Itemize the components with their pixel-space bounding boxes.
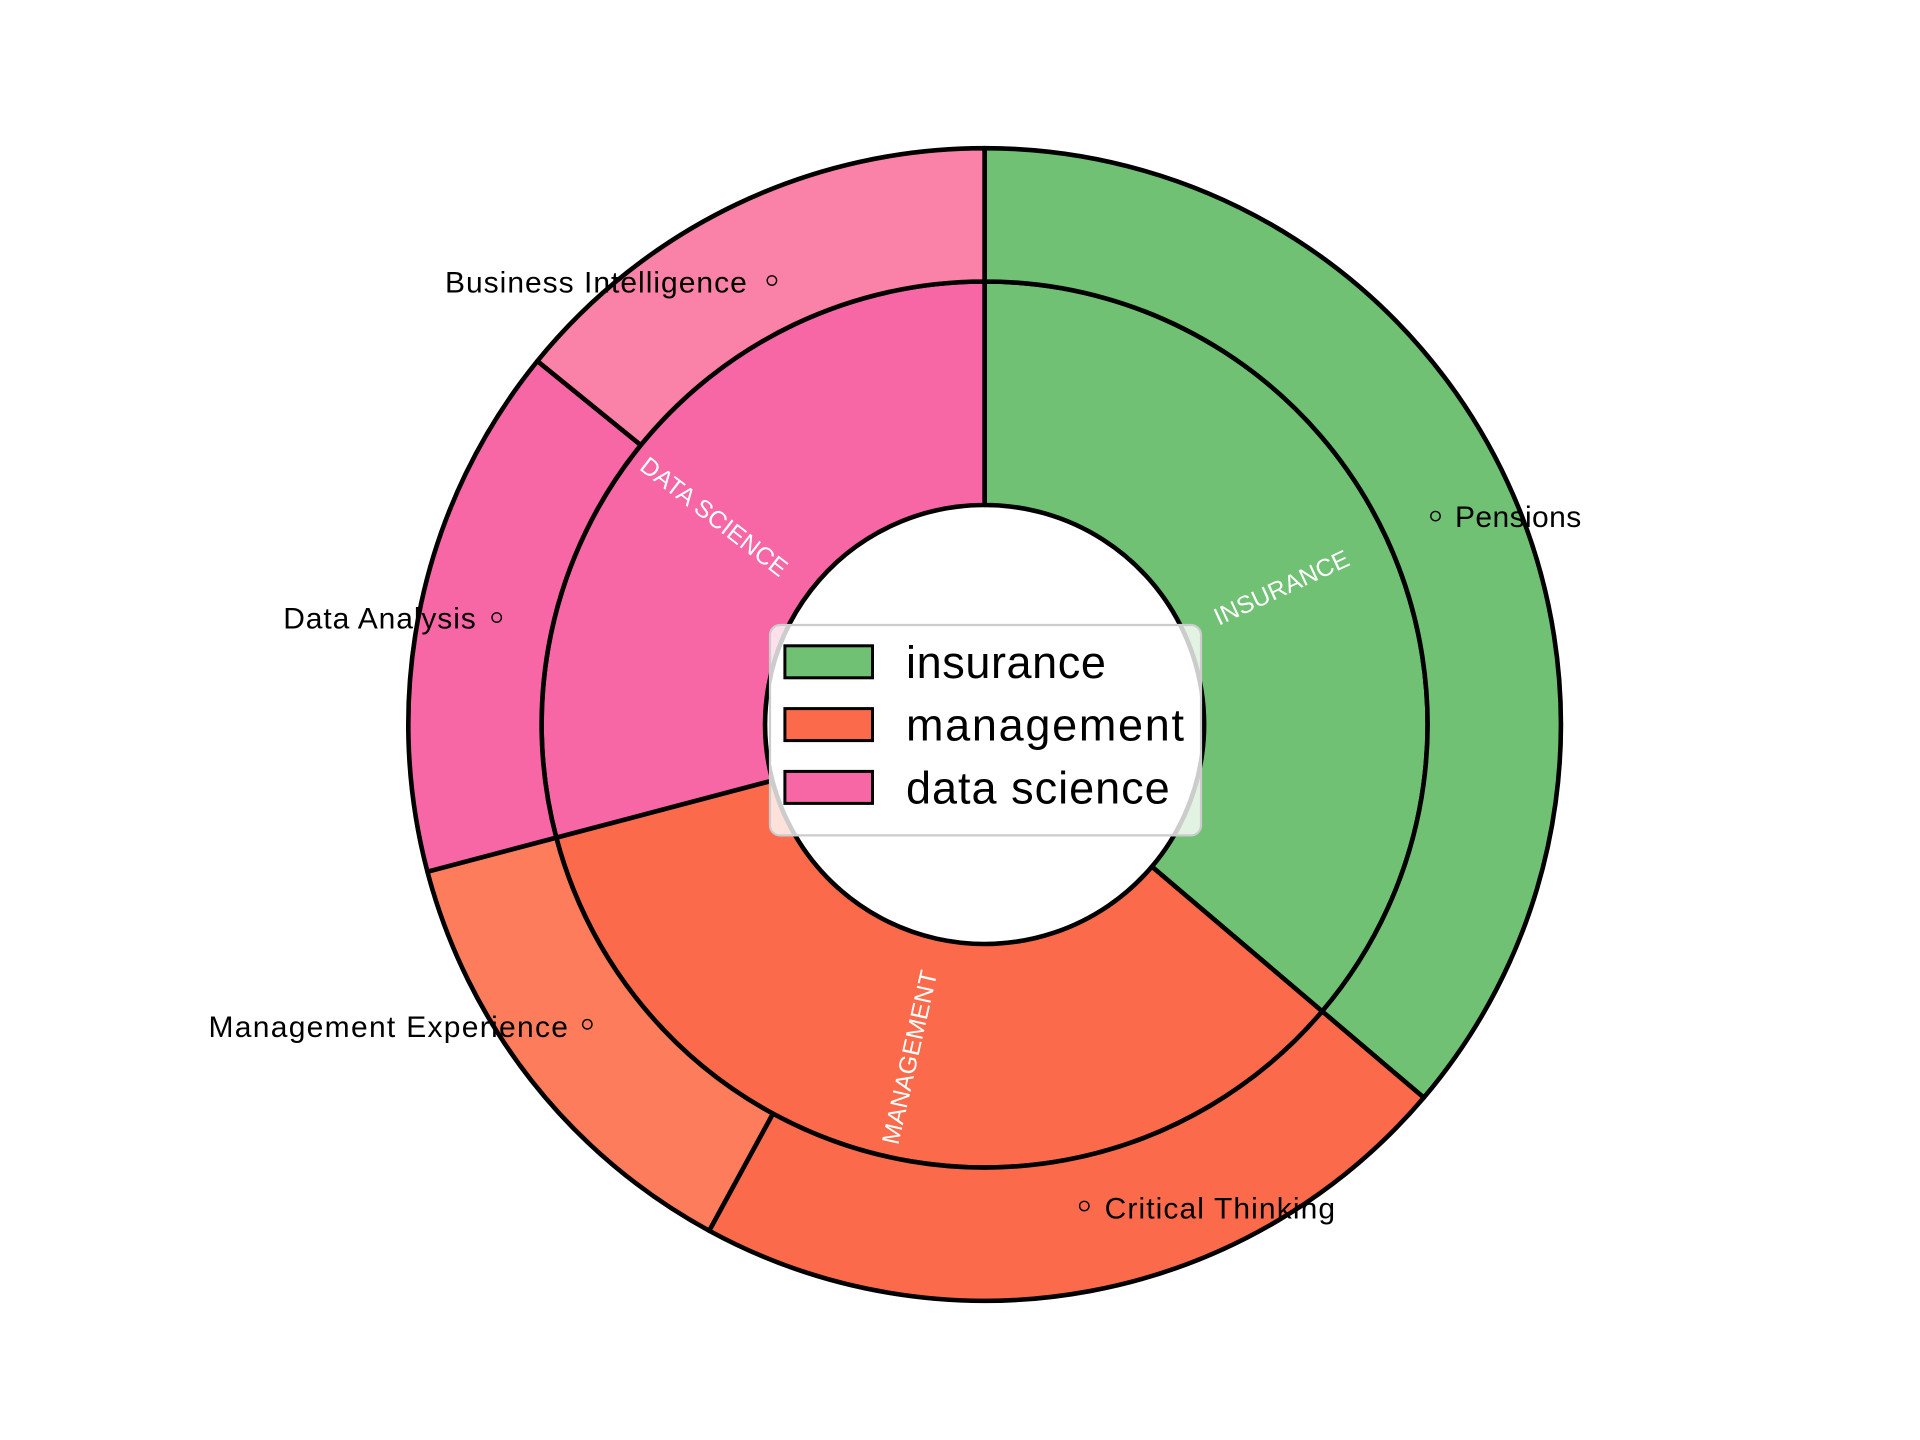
svg-text:Critical Thinking: Critical Thinking xyxy=(1105,1192,1337,1225)
svg-text:Business Intelligence: Business Intelligence xyxy=(445,267,748,300)
svg-text:insurance: insurance xyxy=(906,637,1107,688)
svg-text:data science: data science xyxy=(906,762,1171,813)
svg-text:Data Analysis: Data Analysis xyxy=(283,602,476,635)
svg-text:management: management xyxy=(906,700,1186,751)
svg-text:Pensions: Pensions xyxy=(1455,501,1582,534)
svg-text:Management Experience: Management Experience xyxy=(208,1011,569,1044)
